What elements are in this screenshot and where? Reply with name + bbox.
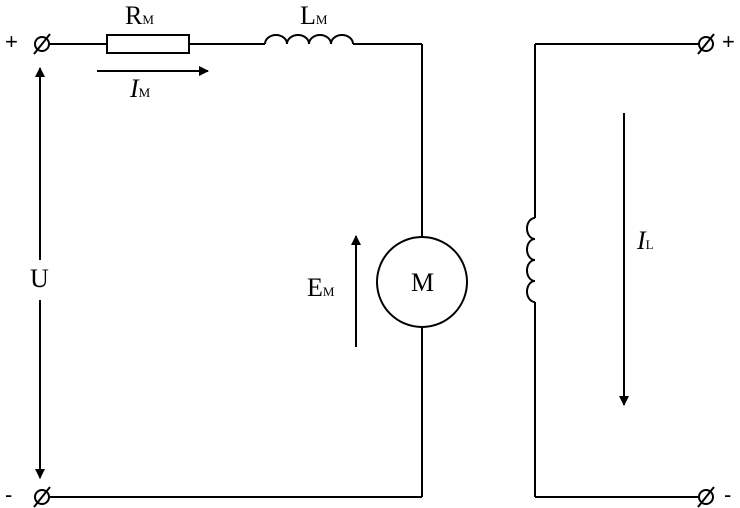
emf-label-sub: М xyxy=(322,284,335,299)
terminal-top-left xyxy=(34,36,50,52)
minus-left-label: - xyxy=(5,482,13,507)
field-inductor xyxy=(526,217,536,303)
inductor-label: LМ xyxy=(300,3,327,29)
inductor-label-sub: М xyxy=(315,12,328,27)
voltage-label-letter: U xyxy=(30,264,49,293)
current-il-label: IL xyxy=(637,228,654,254)
inductor-label-letter: L xyxy=(300,1,316,30)
current-il-letter: I xyxy=(637,226,646,255)
current-im-label: IМ xyxy=(130,76,150,102)
current-im-sub: М xyxy=(138,85,151,100)
current-il-sub: L xyxy=(645,237,654,252)
terminal-bottom-right-slash xyxy=(697,486,715,508)
emf-label-letter: E xyxy=(307,273,323,302)
resistor-label: RМ xyxy=(125,3,154,29)
resistor-label-sub: М xyxy=(142,12,154,27)
terminal-bottom-right xyxy=(698,489,714,505)
plus-left-label: + xyxy=(5,29,18,54)
terminal-top-left-slash xyxy=(33,33,51,55)
inductor-lm xyxy=(264,34,354,45)
terminal-bottom-left xyxy=(34,489,50,505)
resistor-rm xyxy=(106,34,190,54)
voltage-label: U xyxy=(30,266,49,292)
motor-label: M xyxy=(411,270,434,296)
terminal-top-right xyxy=(698,36,714,52)
plus-right-label: + xyxy=(722,29,735,54)
resistor-label-letter: R xyxy=(125,1,143,30)
terminal-bottom-left-slash xyxy=(33,486,51,508)
minus-right-label: - xyxy=(724,482,732,507)
terminal-top-right-slash xyxy=(697,33,715,55)
current-im-letter: I xyxy=(130,74,139,103)
emf-label: EМ xyxy=(307,275,334,301)
motor-label-letter: M xyxy=(411,268,435,297)
